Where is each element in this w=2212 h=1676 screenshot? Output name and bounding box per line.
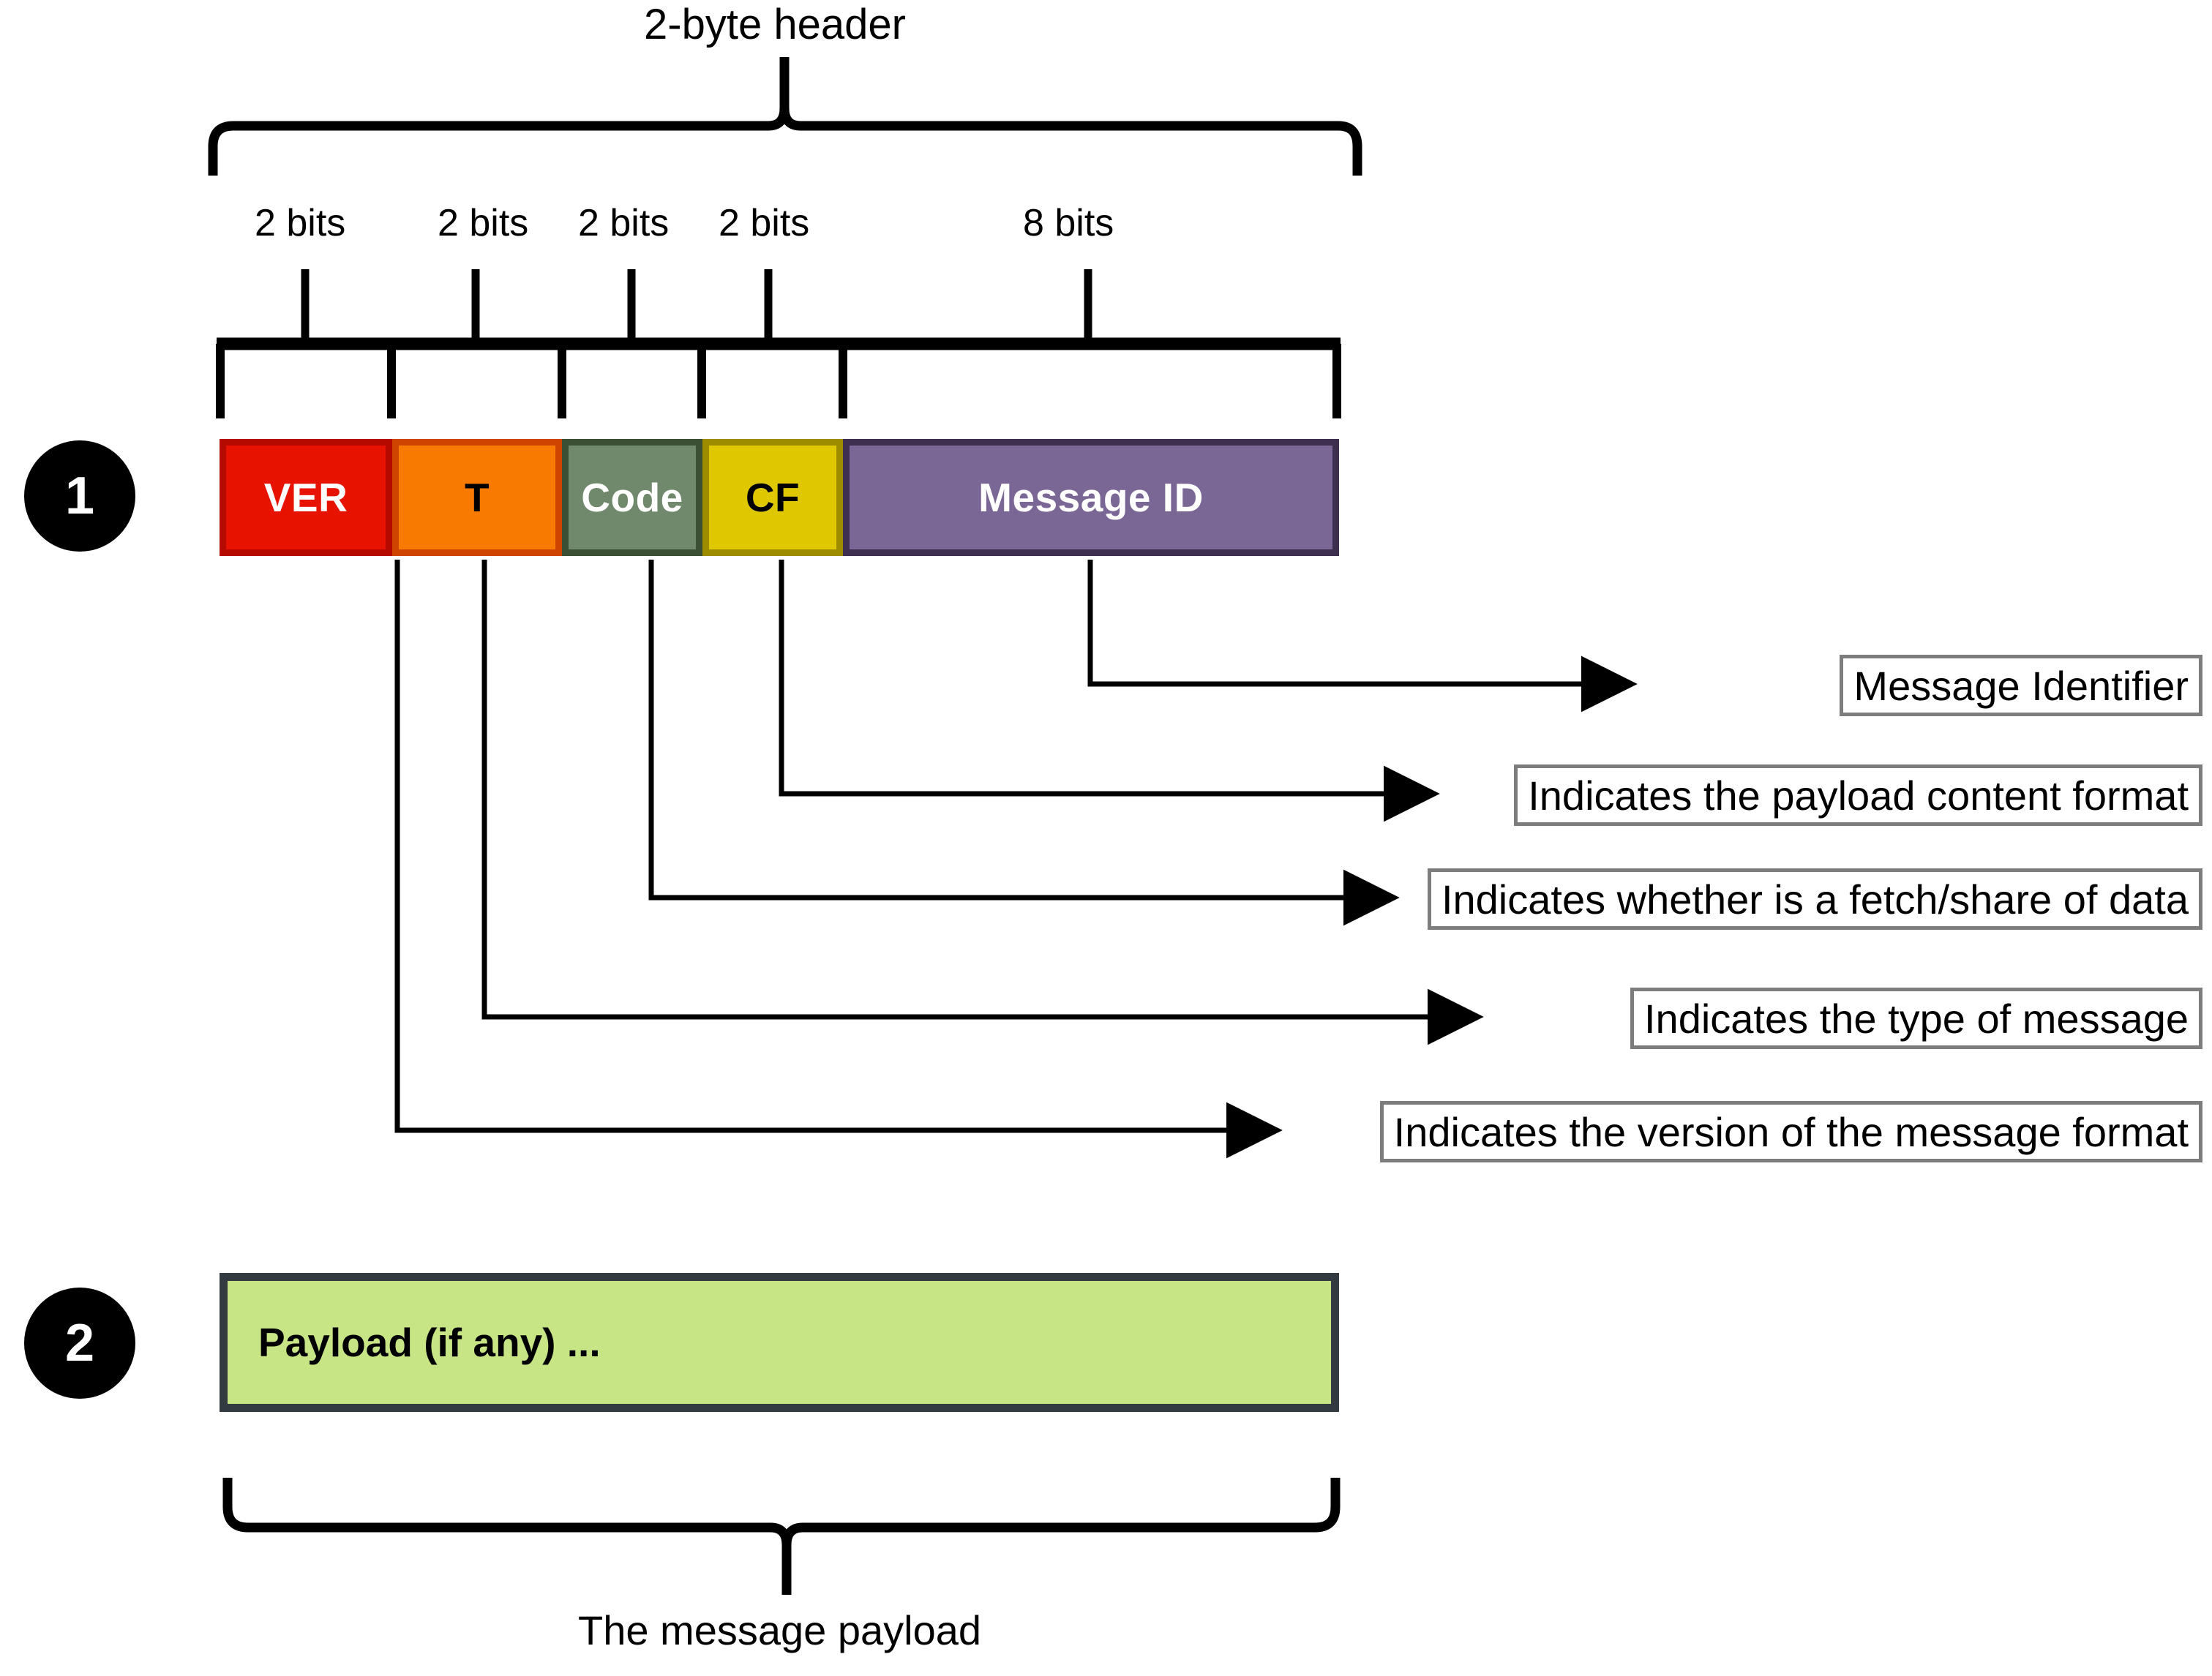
leader-cf <box>779 560 1440 822</box>
leader-code <box>648 560 1400 926</box>
payload-brace <box>222 1478 1341 1595</box>
bits-label-cf: 2 bits <box>719 202 810 244</box>
header-field-cf[interactable]: CF <box>702 439 843 556</box>
callout-cf-text: Indicates the payload content format <box>1528 772 2189 819</box>
row-badge-1-number: 1 <box>64 467 95 525</box>
header-field-message-id[interactable]: Message ID <box>843 439 1339 556</box>
bits-label-t: 2 bits <box>438 202 529 244</box>
leader-t <box>481 560 1484 1045</box>
header-field-message-id-label: Message ID <box>978 475 1204 520</box>
callout-message-id: Message Identifier <box>1840 655 2202 716</box>
bits-label-ver: 2 bits <box>255 202 346 244</box>
row-badge-2-number: 2 <box>64 1314 95 1372</box>
header-brace <box>208 57 1362 176</box>
callout-ver: Indicates the version of the message for… <box>1379 1101 2202 1162</box>
payload-caption: The message payload <box>578 1607 982 1653</box>
callout-message-id-text: Message Identifier <box>1853 662 2189 709</box>
callout-code: Indicates whether is a fetch/share of da… <box>1427 868 2202 930</box>
bits-label-code: 2 bits <box>578 202 670 244</box>
header-field-cf-label: CF <box>745 475 801 520</box>
callout-ver-text: Indicates the version of the message for… <box>1393 1108 2189 1155</box>
header-field-ver[interactable]: VER <box>220 439 392 556</box>
payload-box[interactable]: Payload (if any) ... <box>220 1273 1339 1412</box>
callout-code-text: Indicates whether is a fetch/share of da… <box>1441 876 2189 922</box>
header-field-t-label: T <box>464 475 490 520</box>
header-field-code-label: Code <box>581 475 683 520</box>
row-badge-2: 2 <box>24 1288 135 1399</box>
row-badge-1: 1 <box>24 440 135 552</box>
bits-label-message-id: 8 bits <box>1023 202 1114 244</box>
header-field-t[interactable]: T <box>392 439 562 556</box>
header-field-ver-label: VER <box>263 475 348 520</box>
leader-ver <box>394 560 1283 1159</box>
payload-label: Payload (if any) ... <box>258 1320 601 1365</box>
header-field-code[interactable]: Code <box>562 439 702 556</box>
callout-t-text: Indicates the type of message <box>1644 995 2189 1042</box>
header-caption: 2-byte header <box>644 1 906 48</box>
leader-message-id <box>1087 560 1638 713</box>
callout-cf: Indicates the payload content format <box>1514 764 2202 826</box>
callout-t: Indicates the type of message <box>1630 988 2202 1049</box>
